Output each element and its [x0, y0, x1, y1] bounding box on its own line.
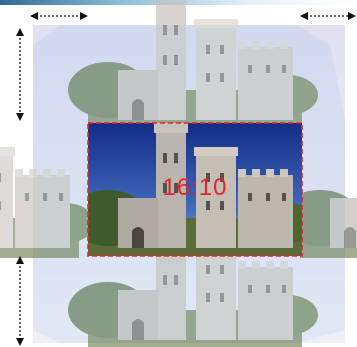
vertical-double-arrow-icon [16, 256, 24, 346]
horizontal-double-arrow-icon [30, 12, 88, 20]
